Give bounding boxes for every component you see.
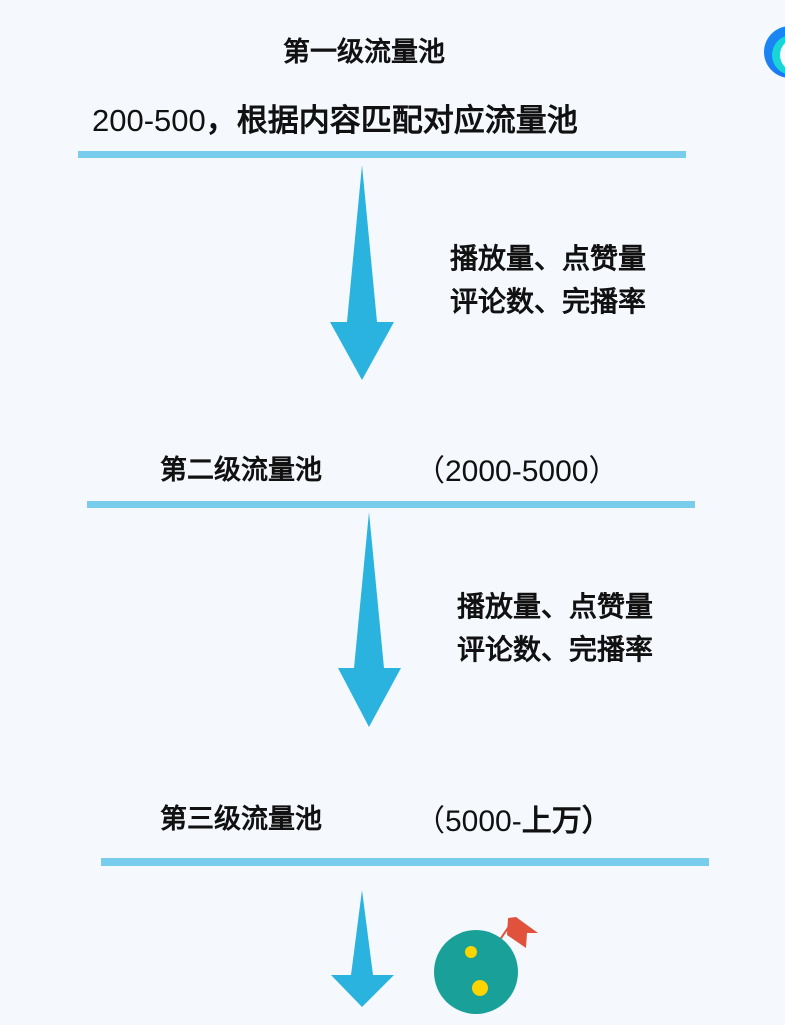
metrics1-line2: 评论数、完播率 (450, 286, 647, 317)
level3-range-start: （5000- (415, 805, 522, 838)
down-arrow-icon (331, 890, 394, 1007)
level3-range-end: 上万） (521, 805, 612, 838)
level1-divider (78, 151, 686, 158)
metrics2-line1: 播放量、点赞量 (457, 591, 654, 622)
level2-title: 第二级流量池 (160, 455, 322, 485)
level1-description: 200-500，根据内容匹配对应流量池 (92, 95, 578, 140)
level3-range: （5000-上万） (415, 796, 612, 840)
metrics1-line1: 播放量、点赞量 (450, 243, 647, 274)
down-arrow-icon (330, 165, 394, 380)
level1-title: 第一级流量池 (283, 37, 445, 67)
level1-note: ，根据内容匹配对应流量池 (205, 103, 578, 138)
level1-range: 200-500 (92, 103, 206, 138)
down-arrow-icon (338, 512, 401, 727)
planet-flag-icon (434, 917, 538, 1014)
level3-divider (101, 858, 709, 866)
level2-range: （2000-5000） (415, 455, 619, 488)
level3-title: 第三级流量池 (160, 804, 322, 834)
level2-divider (87, 501, 695, 508)
metrics2-line2: 评论数、完播率 (457, 634, 654, 665)
logo-ring-icon (764, 26, 785, 78)
